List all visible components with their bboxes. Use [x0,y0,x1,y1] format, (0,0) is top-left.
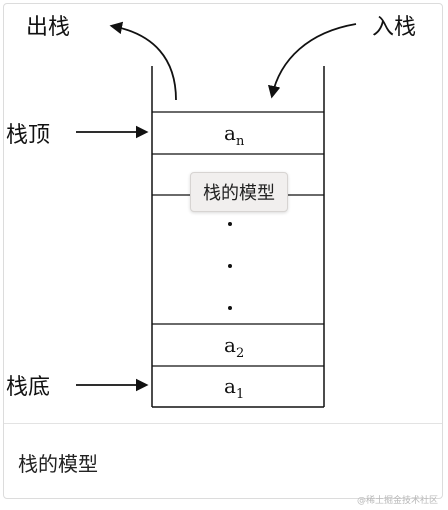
label-bottom: 栈底 [6,375,50,400]
figure-card [3,3,443,499]
watermark: @稀土掘金技术社区 [356,496,438,506]
pop-arrow [109,21,177,101]
label-top: 栈顶 [6,123,50,148]
ellipsis-dot [228,306,232,310]
ellipsis-dot [228,264,232,268]
label-pop: 出栈 [26,15,70,40]
figure-caption: 栈的模型 [18,452,98,476]
cell-2: a2 [224,333,244,361]
ellipsis-dot [228,222,232,226]
stack-diagram-svg: an a2 a1 出栈 入栈 栈顶 栈底 [6,15,416,408]
cell-1: a1 [224,374,244,402]
label-push: 入栈 [372,15,416,40]
cell-top: an [224,121,245,149]
caption-divider [4,423,442,424]
stack-diagram: an a2 a1 出栈 入栈 栈顶 栈底 [4,4,444,422]
image-tooltip: 栈的模型 [190,172,288,212]
push-arrow [267,23,357,99]
